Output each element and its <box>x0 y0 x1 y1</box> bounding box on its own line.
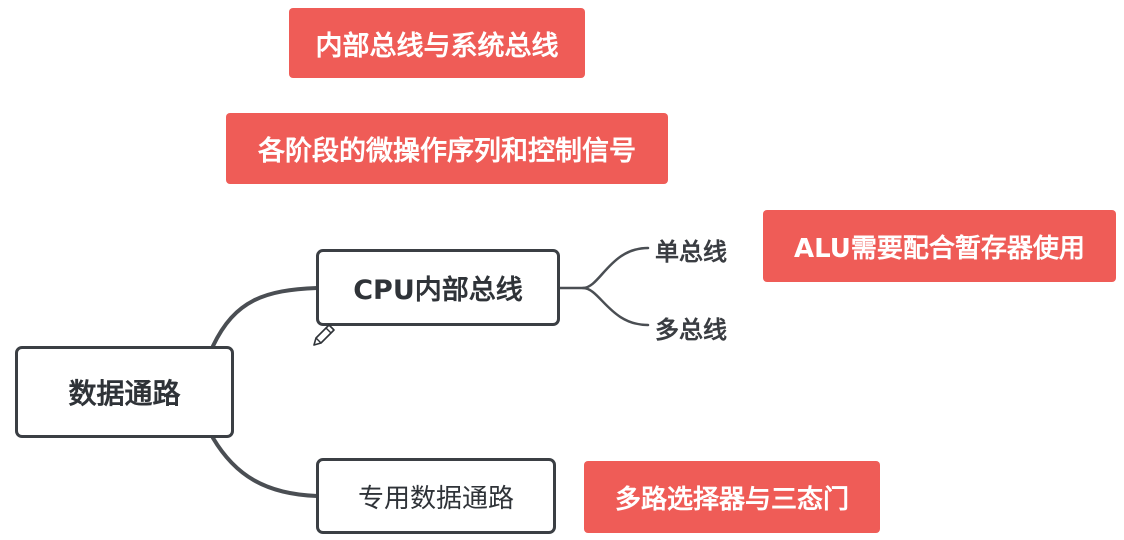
tag-alu-note-label: ALU需要配合暂存器使用 <box>794 233 1085 264</box>
branch-multi-bus[interactable]: 多总线 <box>655 316 727 344</box>
node-root[interactable]: 数据通路 <box>15 346 234 438</box>
connector-cpu-to-single-bus <box>558 246 650 290</box>
tag-internal-system-bus-label: 内部总线与系统总线 <box>315 30 559 62</box>
connector-cpu-to-multi-bus <box>581 286 650 327</box>
branch-single-bus[interactable]: 单总线 <box>655 238 727 266</box>
connector-root-to-cpu-bus <box>211 286 319 348</box>
node-cpu-bus[interactable]: CPU内部总线 <box>316 249 560 326</box>
pencil-icon <box>313 324 335 346</box>
connector-root-to-dedicated <box>211 436 319 498</box>
node-cpu-bus-label: CPU内部总线 <box>353 275 523 306</box>
node-dedicated[interactable]: 专用数据通路 <box>316 458 556 534</box>
node-root-label: 数据通路 <box>68 377 181 410</box>
tag-mux-tristate[interactable]: 多路选择器与三态门 <box>584 461 880 533</box>
tag-internal-system-bus[interactable]: 内部总线与系统总线 <box>289 8 585 78</box>
tag-micro-ops-label: 各阶段的微操作序列和控制信号 <box>258 136 636 167</box>
tag-alu-note[interactable]: ALU需要配合暂存器使用 <box>763 210 1116 282</box>
tag-mux-tristate-label: 多路选择器与三态门 <box>614 484 849 515</box>
tag-micro-ops[interactable]: 各阶段的微操作序列和控制信号 <box>226 113 668 184</box>
node-dedicated-label: 专用数据通路 <box>357 483 514 514</box>
